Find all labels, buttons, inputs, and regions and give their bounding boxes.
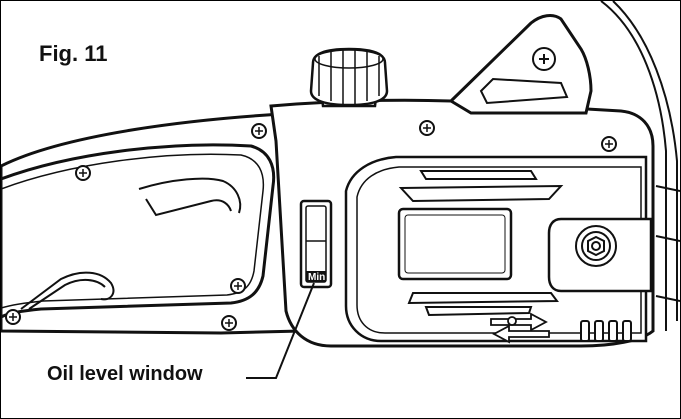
tension-direction-arrows [490, 312, 550, 344]
arm-bolt [532, 47, 556, 71]
callout-leader-line [246, 282, 315, 379]
oil-level-window-label: Oil level window [47, 363, 203, 385]
upper-slot [398, 170, 564, 203]
min-marking: Min [308, 272, 325, 283]
lockout-hook [20, 271, 115, 310]
bottom-vents [580, 320, 632, 342]
label-recess [397, 207, 513, 281]
trigger [138, 177, 242, 217]
housing-screws [5, 120, 617, 331]
chain-nut [575, 225, 617, 267]
lower-slot [407, 292, 559, 317]
oil-cap [309, 47, 389, 108]
figure-title: Fig. 11 [39, 41, 108, 66]
guide-bar [600, 1, 680, 331]
rear-handle [1, 111, 303, 335]
oil-level-window: Min [299, 199, 333, 289]
front-handle-arm [448, 14, 593, 115]
